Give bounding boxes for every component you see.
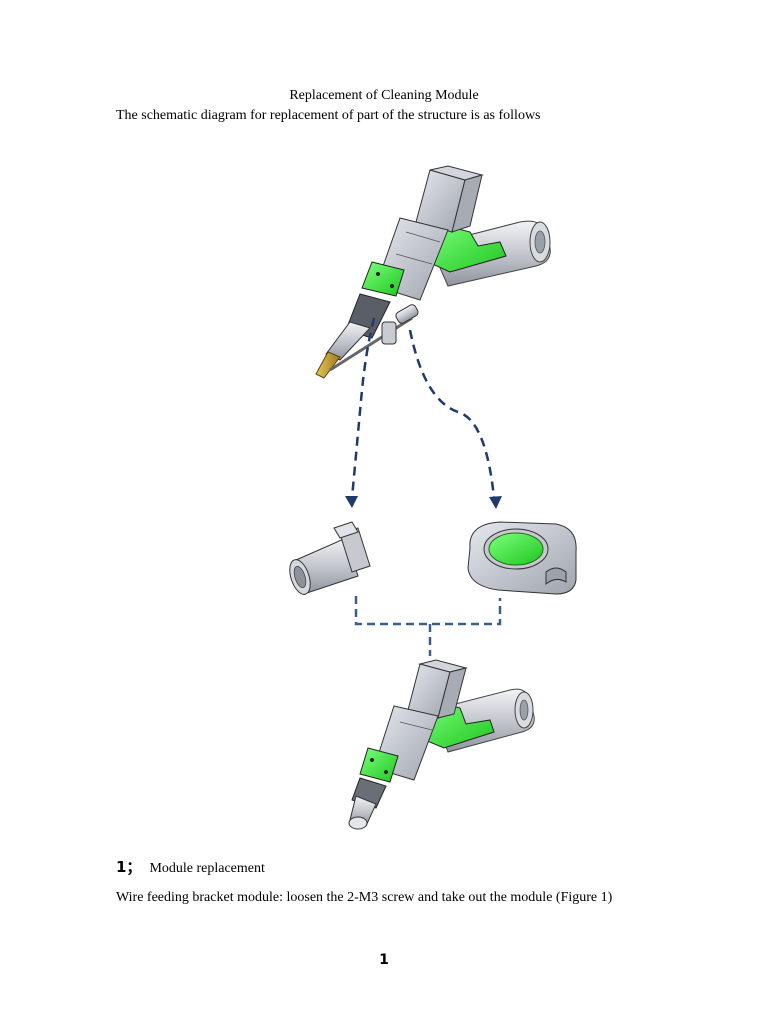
arrowhead-right [489, 496, 502, 509]
arrow-right-path [408, 329, 496, 499]
bracket-connector [354, 596, 502, 656]
laser-head-with-wire-feeder [315, 165, 551, 379]
head-top-box [415, 165, 484, 233]
section-number: 1； [116, 858, 142, 876]
dashed-arrows [350, 317, 496, 499]
protective-lens-module [467, 521, 577, 595]
wire-feeder-rod [329, 304, 419, 372]
arrow-left-path [350, 317, 376, 499]
document-title: Replacement of Cleaning Module [289, 88, 479, 103]
green-lens [488, 532, 544, 566]
page-number: 1 [379, 952, 389, 968]
wire-feeding-nozzle-module [289, 521, 371, 595]
laser-head-with-cleaning-module [348, 659, 535, 830]
arrowhead-left [345, 496, 358, 508]
section-heading: 1； Module replacement [116, 856, 265, 877]
body-paragraph: Wire feeding bracket module: loosen the … [116, 890, 613, 905]
schematic-diagram [289, 165, 577, 830]
green-lens-module [361, 261, 405, 297]
nozzle-barrel [315, 293, 391, 379]
section-title: Module replacement [149, 861, 265, 876]
document-subtitle: The schematic diagram for replacement of… [116, 108, 541, 123]
